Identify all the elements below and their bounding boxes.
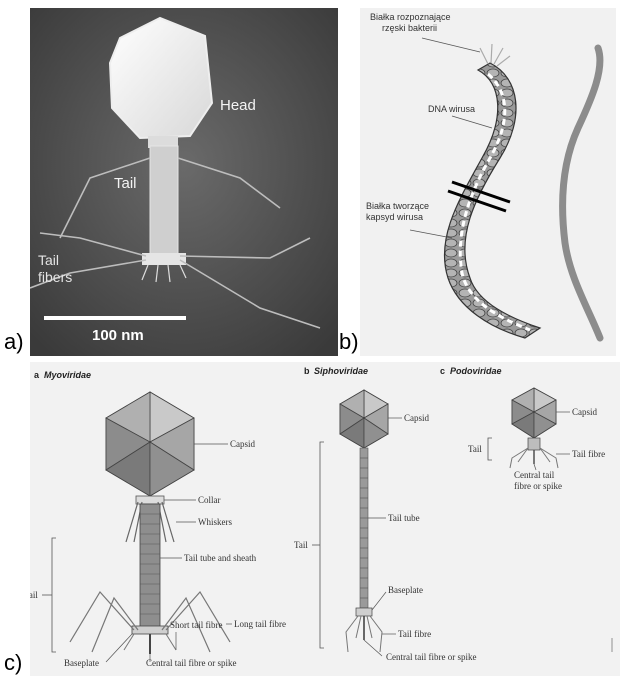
sipho-tail-fibre-label: Tail fibre xyxy=(398,629,431,639)
phage-micrograph: Head Tail Tail fibers 100 nm xyxy=(30,8,338,356)
sipho-baseplate-label: Baseplate xyxy=(388,585,423,595)
sipho-title: Siphoviridae xyxy=(314,366,368,376)
recognition-proteins-label-line2: rzęski bakterii xyxy=(382,23,437,33)
phage-families-diagram: a Myoviridae xyxy=(30,362,620,676)
sipho-central-label: Central tail fibre or spike xyxy=(386,652,476,662)
sipho-capsid xyxy=(340,390,388,448)
phage-tail xyxy=(150,146,178,258)
myo-tail-label: Tail xyxy=(30,590,38,600)
sipho-tail-label: Tail xyxy=(294,540,308,550)
sipho-letter: b xyxy=(304,366,310,376)
capsid-proteins-label-line2: kapsyd wirusa xyxy=(366,212,423,222)
myo-baseplate-label: Baseplate xyxy=(64,658,99,668)
tail-fibers-label-line1: Tail xyxy=(38,252,59,268)
myo-collar xyxy=(136,496,164,504)
myo-central-label: Central tail fibre or spike xyxy=(146,658,236,668)
head-label: Head xyxy=(220,97,256,114)
myo-whiskers-label: Whiskers xyxy=(198,517,232,527)
phage-head xyxy=(110,18,212,138)
scale-bar xyxy=(44,316,186,320)
tail-fibers-label-line2: fibers xyxy=(38,269,72,285)
myo-tail-tube-label: Tail tube and sheath xyxy=(184,553,257,563)
myo-capsid xyxy=(106,392,194,496)
myo-short-fibre-label: Short tail fibre xyxy=(170,620,223,630)
myo-tail-sheath xyxy=(140,504,160,628)
free-dna xyxy=(563,48,600,338)
podo-title: Podoviridae xyxy=(450,366,502,376)
tip-proteins xyxy=(480,44,510,66)
recognition-proteins-label-line1: Białka rozpoznające xyxy=(370,12,451,22)
myo-collar-label: Collar xyxy=(198,495,221,505)
tail-label: Tail xyxy=(114,175,137,192)
podo-letter: c xyxy=(440,366,445,376)
myo-title: Myoviridae xyxy=(44,370,91,380)
panel-letter-c: c) xyxy=(4,652,22,674)
filamentous-phage-diagram: Białka rozpoznające rzęski bakterii DNA … xyxy=(360,8,616,356)
capsid-proteins-label-line1: Białka tworzące xyxy=(366,201,429,211)
micrograph-drawing: Head Tail Tail fibers 100 nm xyxy=(30,8,338,356)
myo-long-fibre-label: Long tail fibre xyxy=(234,619,286,629)
myo-capsid-label: Capsid xyxy=(230,439,256,449)
podo-tail xyxy=(528,438,540,450)
sipho-capsid-label: Capsid xyxy=(404,413,430,423)
scale-bar-label: 100 nm xyxy=(92,327,144,344)
sipho-tail-tube-label: Tail tube xyxy=(388,513,420,523)
podo-central-label-line1: Central tail xyxy=(514,470,555,480)
podo-capsid-label: Capsid xyxy=(572,407,598,417)
podo-capsid xyxy=(512,388,556,438)
phage-baseplate xyxy=(142,253,186,265)
dna-label: DNA wirusa xyxy=(428,104,475,114)
podo-tail-fibre-label: Tail fibre xyxy=(572,449,605,459)
podo-tail-label: Tail xyxy=(468,444,482,454)
panel-letter-a: a) xyxy=(4,331,24,353)
podo-central-label-line2: fibre or spike xyxy=(514,481,562,491)
myo-letter: a xyxy=(34,370,40,380)
panel-letter-b: b) xyxy=(339,331,359,353)
families-drawing: a Myoviridae xyxy=(30,362,620,676)
filament-drawing: Białka rozpoznające rzęski bakterii DNA … xyxy=(360,8,616,356)
sipho-baseplate xyxy=(356,608,372,616)
